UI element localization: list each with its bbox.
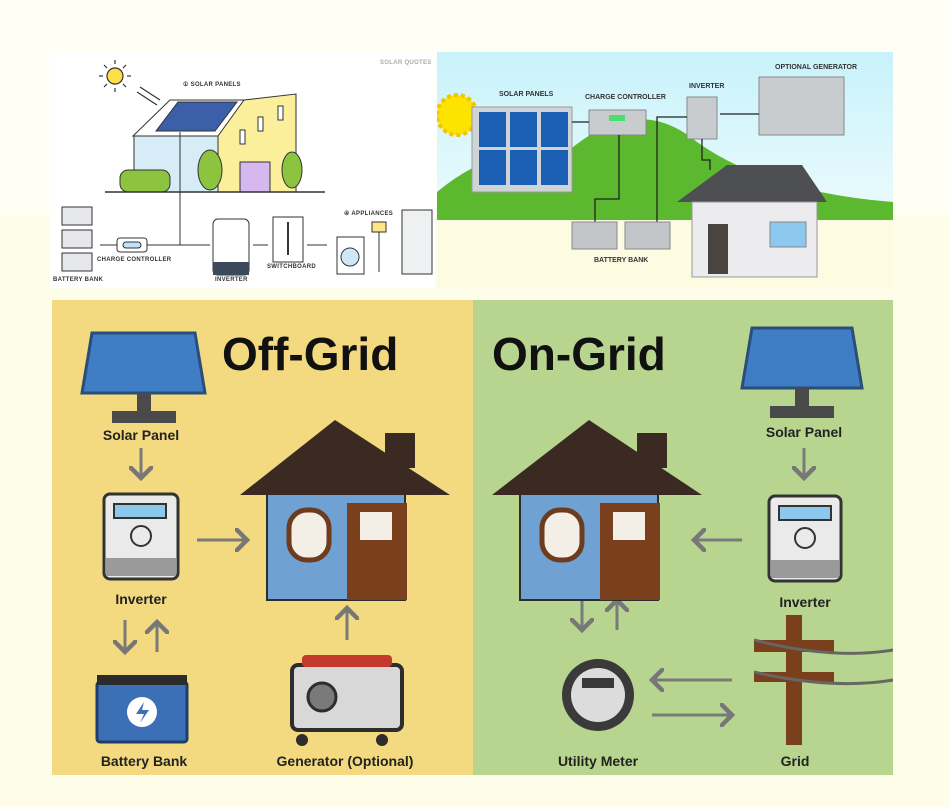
utility-meter-icon (562, 659, 634, 731)
inverter-icon (102, 492, 180, 581)
solar-system-diagram-colored: SOLAR PANELS CHARGE CONTROLLER INVERTER … (437, 52, 893, 288)
label-solar-panels: SOLAR PANELS (499, 91, 554, 98)
house-icon (492, 420, 702, 601)
grid-comparison-illustration (80, 326, 893, 746)
label-inverter: INVERTER (689, 83, 725, 90)
label-charge-controller: CHARGE CONTROLLER (97, 257, 172, 263)
grid-label: Grid (780, 753, 810, 769)
inverter-icon (767, 494, 843, 583)
solar-panel-icon (80, 331, 207, 423)
sun-icon (99, 60, 161, 106)
label-solar-panels: ① SOLAR PANELS (183, 82, 241, 88)
label-inverter: INVERTER (215, 277, 248, 283)
on-grid-title: On-Grid (492, 328, 666, 380)
battery-bank-label: Battery Bank (100, 753, 188, 769)
label-battery-bank: BATTERY BANK (53, 277, 104, 283)
off-grid-title: Off-Grid (222, 328, 399, 380)
on-grid-solar-panel-label: Solar Panel (765, 424, 843, 440)
label-charge-controller: CHARGE CONTROLLER (585, 94, 666, 101)
label-switchboard: SWITCHBOARD (267, 264, 316, 270)
off-grid-inverter-label: Inverter (115, 591, 167, 607)
solar-panel-icon (740, 326, 864, 418)
label-optional-generator: OPTIONAL GENERATOR (775, 64, 858, 71)
house-illustration (61, 60, 433, 276)
off-grid-solar-panel-label: Solar Panel (102, 427, 180, 443)
utility-meter-label: Utility Meter (557, 753, 639, 769)
battery-icon (95, 675, 189, 744)
generator-label: Generator (Optional) (276, 753, 414, 769)
sun-icon (437, 93, 479, 137)
on-grid-inverter-label: Inverter (779, 594, 831, 610)
solarquotes-logo: SOLAR QUOTES (380, 60, 432, 66)
generator-icon (290, 655, 404, 746)
off-grid-vs-on-grid-diagram: Off-Grid On-Grid Solar Panel Inverter Ba… (52, 300, 893, 775)
house-icon (240, 420, 450, 601)
power-pole-icon (753, 615, 893, 745)
label-battery-bank: BATTERY BANK (594, 257, 649, 264)
system-illustration (437, 76, 893, 288)
label-appliances: ④ APPLIANCES (344, 211, 394, 217)
solar-system-diagram-line-art: SOLAR QUOTES ① SOLAR PANELS CHARGE CONTR… (50, 52, 435, 288)
